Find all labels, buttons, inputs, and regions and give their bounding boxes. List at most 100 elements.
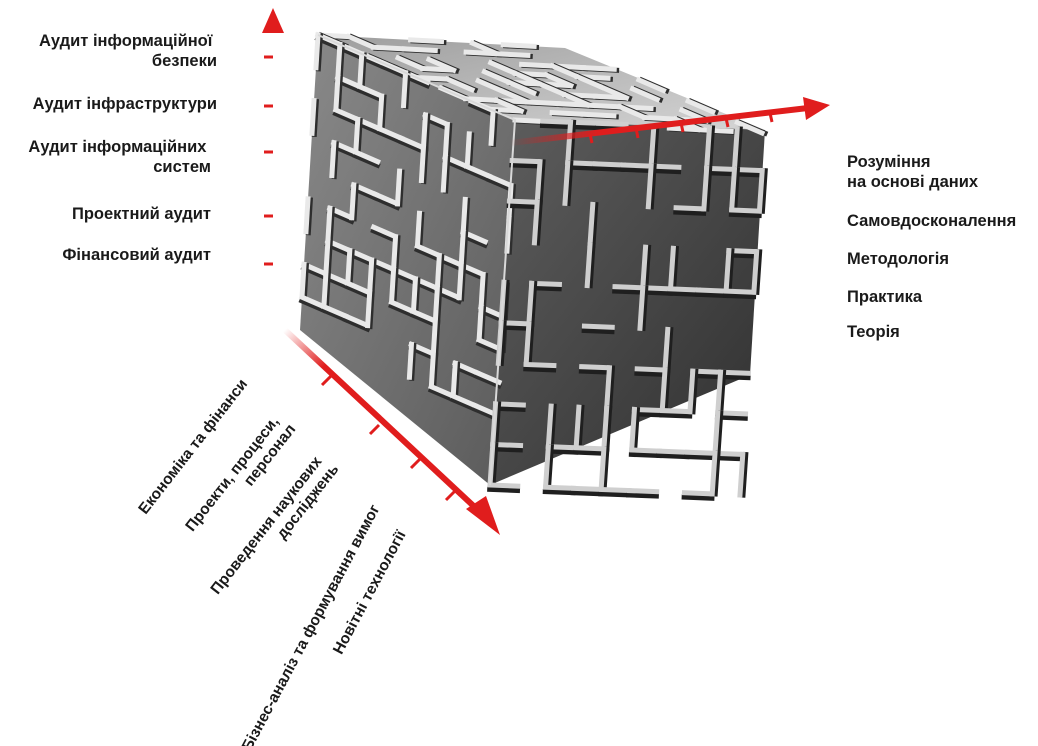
vertical-axis-label: Аудит інформаційних систем <box>28 138 211 176</box>
maze-wall <box>542 444 551 490</box>
maze-wall <box>731 126 740 173</box>
maze-wall <box>687 368 696 415</box>
horizontal-axis-labels: Розуміння на основі даних Самовдосконале… <box>847 153 1016 341</box>
maze-wall <box>463 163 493 180</box>
maze-wall <box>335 41 343 80</box>
maze-wall <box>756 167 765 214</box>
maze-wall <box>370 44 408 52</box>
maze-wall <box>580 111 617 119</box>
maze-wall <box>620 166 654 174</box>
maze-wall <box>473 369 503 386</box>
maze-wall <box>640 285 649 332</box>
maze-wall <box>616 103 649 121</box>
maze-wall <box>604 365 613 411</box>
depth-axis-tick <box>444 489 457 502</box>
maze-wall <box>590 201 599 248</box>
maze-wall <box>573 445 607 452</box>
maze-wall <box>414 242 443 259</box>
label-line: Новітні технології <box>330 527 410 657</box>
maze-wall <box>690 368 699 415</box>
maze-wall <box>604 405 613 452</box>
maze-wall <box>539 122 573 130</box>
horizontal-axis-tick <box>588 133 594 144</box>
depth-axis-label: Новітні технології <box>330 527 410 657</box>
maze-wall <box>309 97 317 136</box>
maze-wall <box>670 245 679 292</box>
maze-wall <box>542 484 576 491</box>
label-line: Аудит інформаційних <box>28 138 207 156</box>
maze-wall <box>388 298 417 315</box>
maze-wall <box>476 304 484 343</box>
horizontal-axis-line <box>509 105 809 146</box>
maze-wall <box>410 308 439 325</box>
maze-wall <box>313 32 321 71</box>
maze-wall <box>629 406 638 453</box>
maze-wall <box>357 51 365 90</box>
maze-wall <box>540 118 574 125</box>
maze-wall <box>601 405 610 452</box>
maze-wall <box>376 125 405 142</box>
horizontal-axis-label: Теорія <box>847 323 900 341</box>
maze-wall <box>352 148 381 165</box>
maze-wall <box>565 160 574 207</box>
horizontal-axis-tick <box>724 117 730 128</box>
maze-wall <box>712 450 721 497</box>
maze-wall <box>625 492 659 499</box>
maze-wall <box>537 159 546 206</box>
maze-wall <box>545 403 554 450</box>
maze-wall <box>656 452 690 460</box>
maze-wall <box>529 280 538 327</box>
maze-wall <box>634 370 668 377</box>
maze-wall <box>701 165 710 212</box>
maze-wall <box>298 293 328 310</box>
label-line: Фінансовий аудит <box>62 246 211 264</box>
maze-cube <box>298 31 769 501</box>
maze-wall <box>548 403 557 450</box>
label-line: безпеки <box>152 52 217 70</box>
vertical-axis-arrowhead <box>262 8 284 33</box>
maze-wall <box>723 292 757 300</box>
maze-wall <box>370 223 399 240</box>
maze-wall <box>584 242 593 289</box>
maze-wall <box>406 341 415 380</box>
vertical-axis-label: Аудит інформаційної безпеки <box>39 32 217 70</box>
maze-wall <box>579 364 613 371</box>
maze-wall <box>723 288 757 295</box>
maze-pattern-right <box>487 118 768 501</box>
maze-wall <box>729 166 738 213</box>
maze-wall <box>299 261 307 300</box>
maze-wall <box>536 80 568 98</box>
maze-wall <box>549 62 581 80</box>
maze-wall <box>342 316 371 333</box>
maze-wall <box>549 109 586 117</box>
maze-wall <box>432 285 440 324</box>
maze-wall <box>488 107 496 146</box>
maze-wall <box>728 211 762 219</box>
maze-wall <box>509 162 543 169</box>
depth-axis-arrowhead-body <box>466 496 500 535</box>
maze-wall <box>493 97 525 115</box>
maze-wall <box>388 302 417 319</box>
maze-wall <box>376 129 405 146</box>
horizontal-axis-tick <box>634 127 640 139</box>
maze-wall <box>587 242 596 289</box>
maze-wall <box>707 125 716 172</box>
maze-wall <box>570 490 604 497</box>
maze-wall <box>587 201 596 248</box>
maze-wall <box>580 64 617 72</box>
maze-wall <box>499 88 531 106</box>
maze-wall <box>493 401 502 448</box>
maze-wall <box>380 63 409 80</box>
vertical-axis-labels: Аудит інформаційної безпеки Аудит інфрас… <box>28 32 217 264</box>
maze-wall <box>449 396 479 413</box>
label-line: Проектний аудит <box>72 205 211 223</box>
depth-axis-tick <box>368 423 381 436</box>
maze-wall <box>456 262 464 301</box>
maze-wall <box>709 450 718 497</box>
maze-wall <box>518 61 556 69</box>
maze-wall <box>634 366 668 373</box>
maze-wall <box>440 154 448 193</box>
maze-wall <box>320 303 350 320</box>
maze-wall <box>562 160 571 206</box>
